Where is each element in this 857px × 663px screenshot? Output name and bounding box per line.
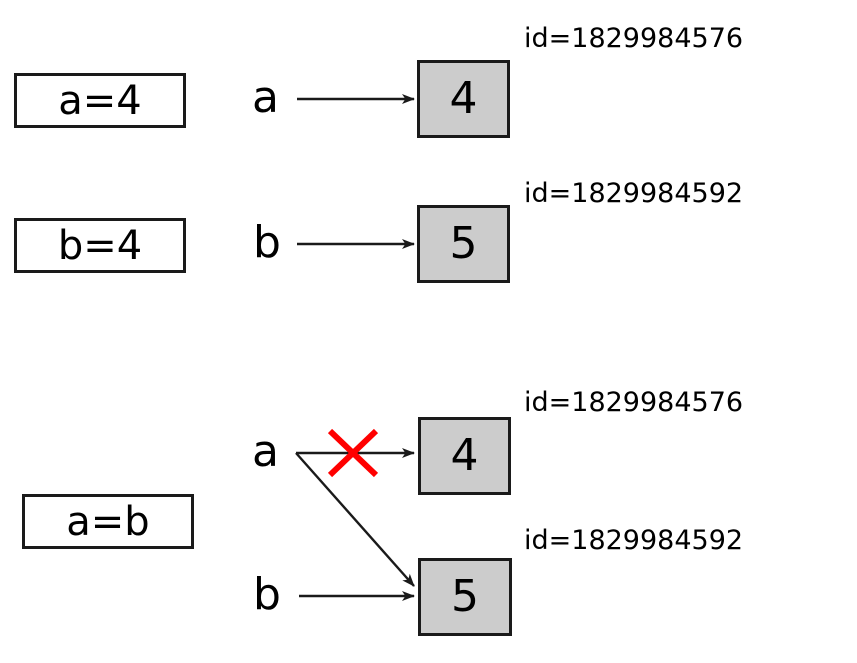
statement-label: b=4 xyxy=(57,222,143,269)
value-text: 5 xyxy=(449,218,478,269)
id-label-row3-second: id=1829984592 xyxy=(524,525,744,556)
value-box-4-row3: 4 xyxy=(418,417,511,495)
variable-label-a-row1: a xyxy=(252,72,279,123)
value-text: 5 xyxy=(451,571,479,622)
id-label-row3-first: id=1829984576 xyxy=(524,387,744,418)
variable-label-a-row3: a xyxy=(252,426,279,477)
value-text: 4 xyxy=(449,73,478,124)
statement-label: a=4 xyxy=(58,77,142,124)
value-box-4-row1: 4 xyxy=(417,60,510,138)
statement-box-b-equals-4: b=4 xyxy=(14,218,186,273)
value-box-5-row2: 5 xyxy=(417,205,510,283)
red-cross-icon xyxy=(327,428,379,478)
statement-label: a=b xyxy=(66,498,150,545)
variable-label-b-row3: b xyxy=(253,569,281,620)
statement-box-a-equals-4: a=4 xyxy=(14,73,186,128)
value-text: 4 xyxy=(450,430,479,481)
variable-label-b-row2: b xyxy=(253,217,281,268)
value-box-5-row3: 5 xyxy=(418,558,512,636)
statement-box-a-equals-b: a=b xyxy=(22,494,194,549)
arrow-a-to-5-row3 xyxy=(295,452,415,587)
id-label-row2: id=1829984592 xyxy=(524,178,744,209)
id-label-row1: id=1829984576 xyxy=(524,23,744,54)
